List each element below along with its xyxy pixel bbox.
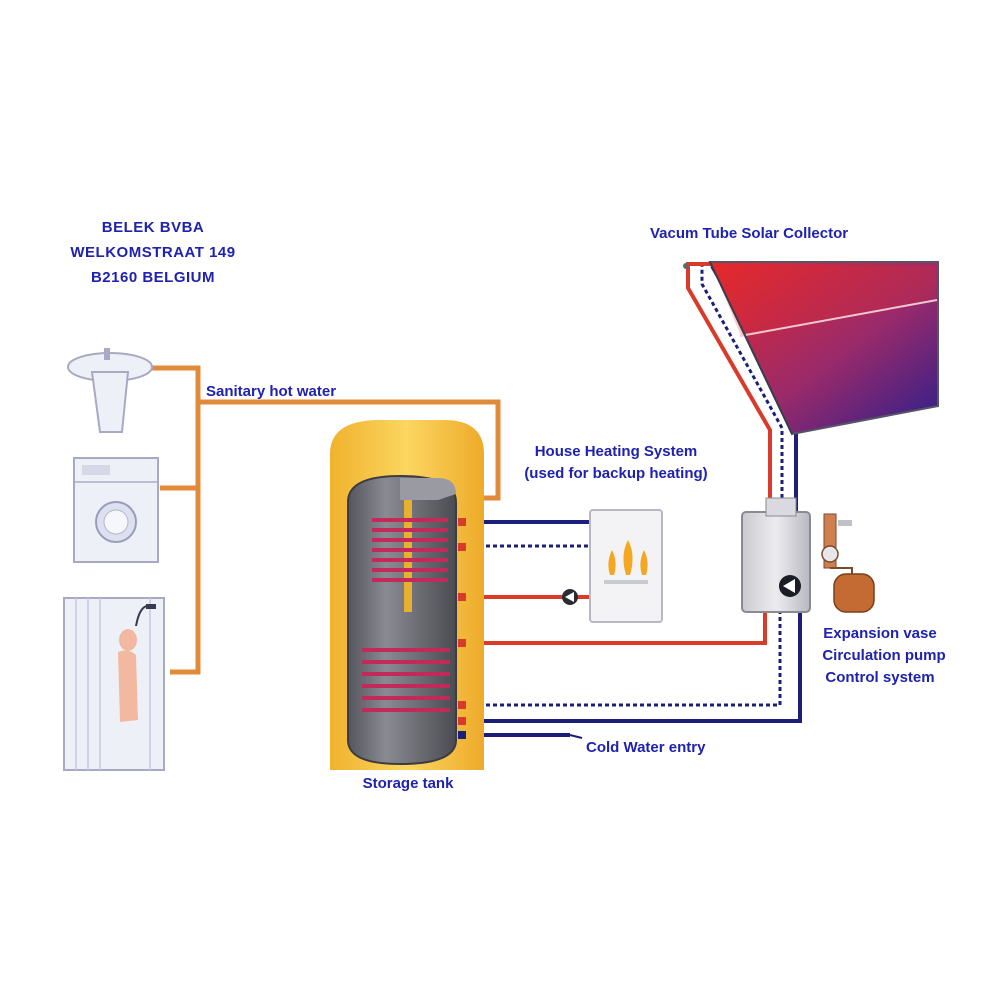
expansion-label: Expansion vase <box>823 625 936 642</box>
collector-label: Vacum Tube Solar Collector <box>650 225 848 242</box>
sanitary-label: Sanitary hot water <box>206 383 336 400</box>
lower-heat-coil <box>362 648 450 712</box>
house-heating-sublabel: (used for backup heating) <box>524 465 707 482</box>
company-city: B2160 BELGIUM <box>91 269 215 286</box>
boiler-unit <box>589 509 663 623</box>
storage-tank-label: Storage tank <box>363 775 455 792</box>
washing-machine-icon <box>73 457 159 563</box>
company-name: BELEK BVBA <box>102 219 205 236</box>
expansion-vessel <box>821 513 875 613</box>
heating-pump-icon <box>562 589 578 605</box>
shower-icon <box>63 597 165 771</box>
storage-tank <box>330 420 484 770</box>
control-label: Control system <box>825 669 934 686</box>
control-station <box>741 497 811 613</box>
cold-water-label: Cold Water entry <box>586 739 706 756</box>
solar-collector-panel <box>683 261 939 436</box>
sink-icon <box>67 348 153 433</box>
solar-loop-pipes <box>458 262 802 723</box>
upper-heat-coil <box>372 518 448 582</box>
circulation-label: Circulation pump <box>822 647 945 664</box>
company-street: WELKOMSTRAAT 149 <box>70 244 235 261</box>
house-heating-label: House Heating System <box>535 443 698 460</box>
